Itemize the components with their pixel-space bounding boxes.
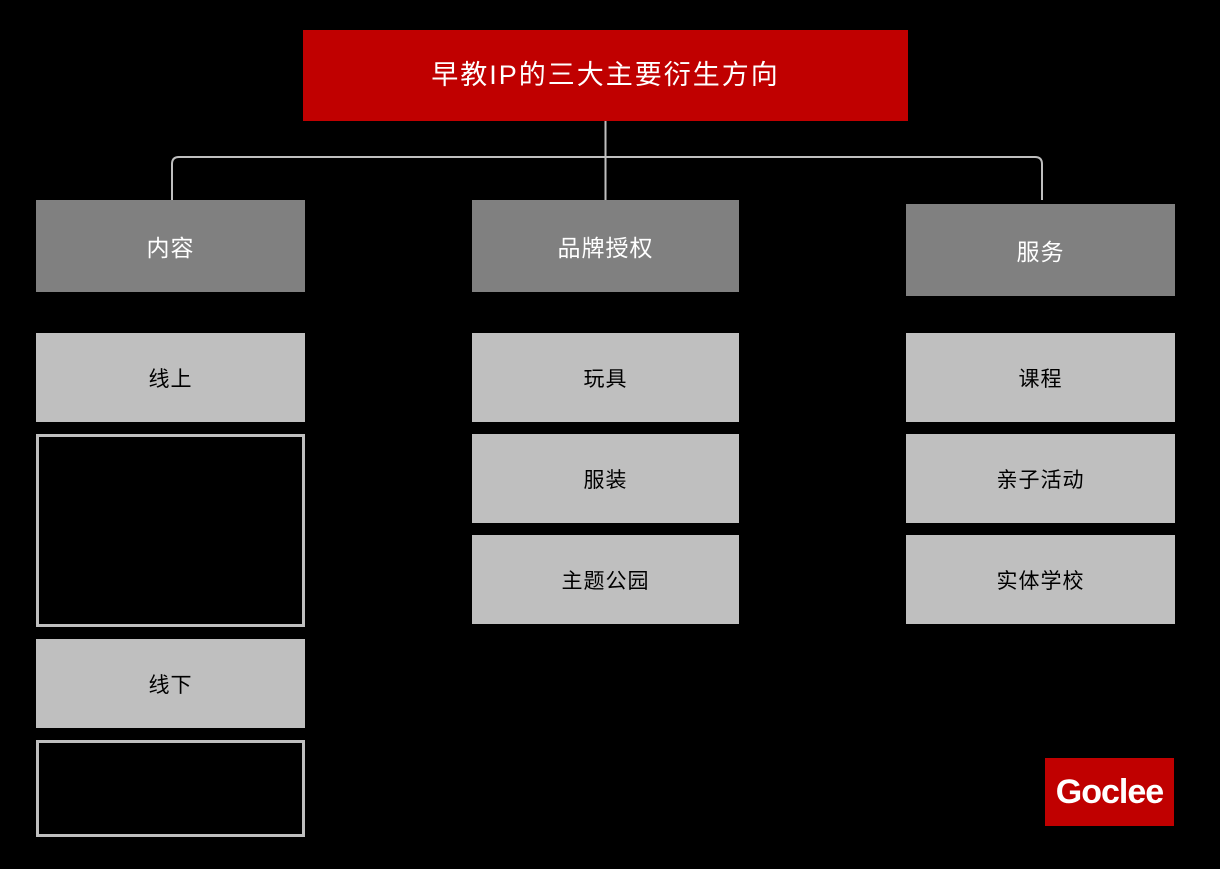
leaf-box-courses[interactable]: 课程 xyxy=(906,333,1175,422)
leaf-label: 线下 xyxy=(148,673,193,697)
leaf-label: 实体学校 xyxy=(996,569,1085,593)
leaf-box-theme-park[interactable]: 主题公园 xyxy=(472,535,739,624)
branch-column-licensing: 品牌授权 玩具 服装 主题公园 xyxy=(472,200,739,624)
diagram-title-box: 早教IP的三大主要衍生方向 xyxy=(303,30,908,121)
branch-column-content: 内容 线上 线下 xyxy=(36,200,305,837)
leaf-box-toys[interactable]: 玩具 xyxy=(472,333,739,422)
leaf-label: 玩具 xyxy=(583,367,628,391)
leaf-box-offline[interactable]: 线下 xyxy=(36,639,305,728)
branch-head-label: 内容 xyxy=(146,235,195,261)
leaf-box-parent-child-activities[interactable]: 亲子活动 xyxy=(906,434,1175,523)
leaf-label: 主题公园 xyxy=(561,569,650,593)
leaf-list-content: 线上 线下 xyxy=(36,333,305,849)
leaf-list-licensing: 玩具 服装 主题公园 xyxy=(472,333,739,636)
branch-column-service: 服务 课程 亲子活动 实体学校 xyxy=(906,200,1175,624)
branch-head-label: 服务 xyxy=(1016,239,1065,265)
leaf-box-offline-placeholder[interactable] xyxy=(36,740,305,837)
leaf-list-service: 课程 亲子活动 实体学校 xyxy=(906,333,1175,636)
connector-bus xyxy=(171,156,1043,200)
leaf-box-apparel[interactable]: 服装 xyxy=(472,434,739,523)
branch-head-label: 品牌授权 xyxy=(557,235,654,261)
diagram-title-text: 早教IP的三大主要衍生方向 xyxy=(431,60,780,91)
goclee-logo-text: Goclee xyxy=(1055,772,1164,811)
leaf-label: 课程 xyxy=(1018,367,1063,391)
goclee-logo: Goclee xyxy=(1045,758,1174,826)
leaf-label: 亲子活动 xyxy=(996,468,1085,492)
branch-head-service[interactable]: 服务 xyxy=(906,204,1175,296)
branch-head-licensing[interactable]: 品牌授权 xyxy=(472,200,739,292)
branch-head-content[interactable]: 内容 xyxy=(36,200,305,292)
leaf-label: 服装 xyxy=(583,468,628,492)
leaf-label: 线上 xyxy=(148,367,193,391)
leaf-box-physical-school[interactable]: 实体学校 xyxy=(906,535,1175,624)
leaf-box-online[interactable]: 线上 xyxy=(36,333,305,422)
leaf-box-online-placeholder[interactable] xyxy=(36,434,305,627)
